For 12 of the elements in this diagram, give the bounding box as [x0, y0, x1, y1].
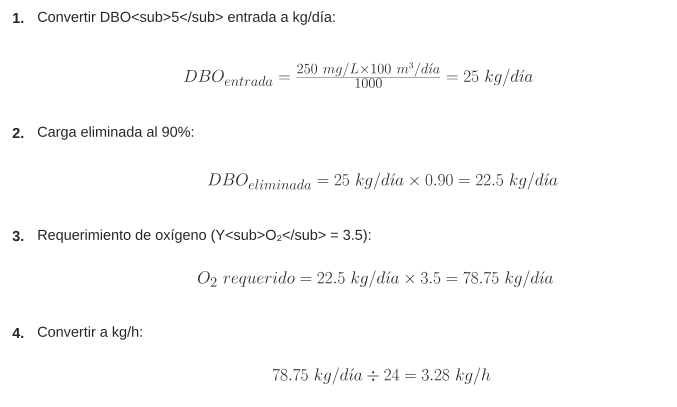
- step-text: Convertir DBO<sub>5</sub> entrada a kg/día:: [38, 11, 335, 25]
- formula: $78.75\ kg/d\acute{\imath}a \div 24 = 3.28\ kg/h$: [273, 367, 490, 385]
- step-number: 4.: [12, 328, 24, 338]
- formula: $DBO_{entrada} = \frac{250\ mg/L \times 100\ m^3/d\acute{\imath}a}{1000} = 25\ kg/d\acute{\imath}a$: [184, 62, 533, 88]
- step-number: 1.: [13, 13, 24, 23]
- step-number: 2.: [12, 128, 24, 138]
- step-number: 3.: [12, 230, 24, 242]
- step-text: Carga eliminada al 90%:: [38, 126, 194, 140]
- step-text: Convertir a kg/h:: [38, 326, 142, 340]
- step-text: Requerimiento de oxígeno (Y<sub>O₂</sub> = 3.5):: [38, 229, 370, 243]
- formula: $DBO_{eliminada} = 25\ kg/d\acute{\imath}a \times 0.90 = 22.5\ kg/d\acute{\imath}a$: [208, 172, 558, 190]
- formula: $O_2\ requerido = 22.5\ kg/d\acute{\imath}a \times 3.5 = 78.75\ kg/d\acute{\imath}a$: [198, 270, 553, 288]
